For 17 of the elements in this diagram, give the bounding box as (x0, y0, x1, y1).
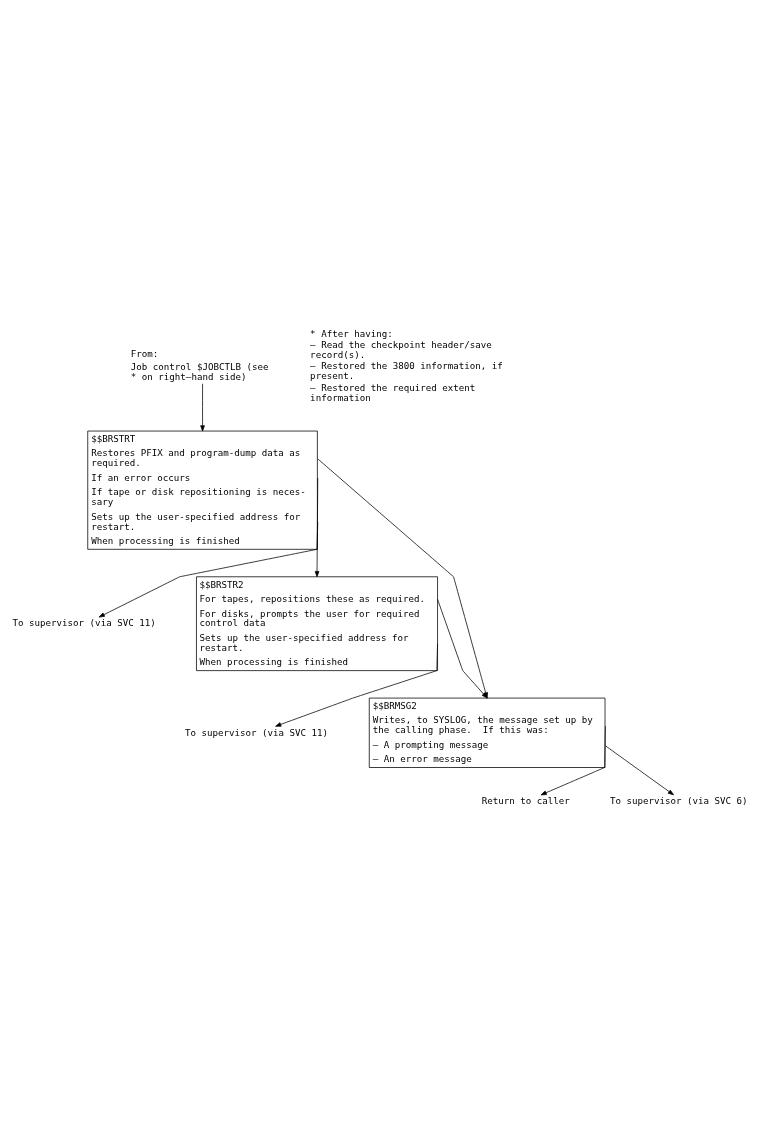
node-text: From: Job control $JOBCTLB (see * on right–hand side) (130, 348, 269, 382)
label: – Restored the required extent information (310, 382, 476, 403)
node-box: $$BRSTR2 For tapes, repositions these as required. For disks, prompts the user for required control data Sets up the user-specified address for restart. When processing is finished (196, 575, 438, 671)
arrow (540, 725, 606, 795)
node-box: $$BRMSG2 Writes, to SYSLOG, the message set up by the calling phase. If this was: – A prompting message – An error message (368, 697, 606, 768)
arrow (605, 744, 674, 795)
node-text: To supervisor (via SVC 6) (609, 795, 748, 806)
label: – Read the checkpoint header/save record(s). (310, 339, 492, 360)
arrow (314, 477, 320, 577)
node-text: Return to caller (481, 795, 570, 806)
node-text: To supervisor (via SVC 11) (12, 617, 156, 628)
arrow (275, 642, 438, 727)
node-text: To supervisor (via SVC 11) (185, 727, 329, 738)
arrow (200, 382, 205, 431)
label: – Restored the 3800 information, if present. (310, 360, 503, 381)
label: * After having: (310, 328, 393, 339)
node-box: $$BRSTRT Restores PFIX and program-dump data as required. If an error occurs If tape or disk repositioning is neces- sary Sets up the user-specified address for restart. When processing is finished (87, 430, 318, 550)
